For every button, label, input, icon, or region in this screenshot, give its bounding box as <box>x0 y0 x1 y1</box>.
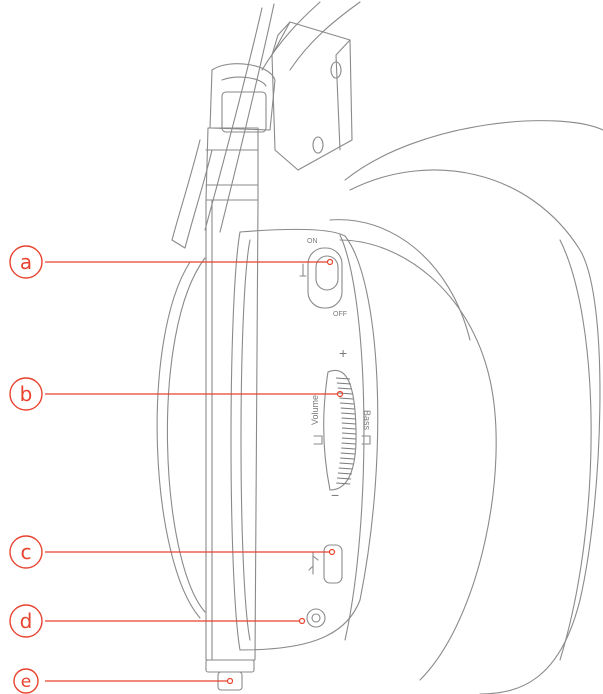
wheel-ridge <box>341 447 356 450</box>
wheel-ridge <box>340 457 355 460</box>
callout-e-letter: e <box>21 672 31 692</box>
wheel-ridge <box>341 417 356 420</box>
wheel-ridge <box>341 427 357 430</box>
audio-jack <box>306 608 326 628</box>
wheel-ridge <box>338 467 353 470</box>
mic-on-label: ON <box>307 238 318 245</box>
callout-a: a <box>9 245 334 279</box>
headband <box>171 1 361 249</box>
mic-icon <box>299 263 307 277</box>
volume-minus-label: − <box>331 487 339 503</box>
wheel-ridge <box>335 377 351 380</box>
callout-a-letter: a <box>20 250 32 274</box>
wheel-ridge <box>338 392 353 395</box>
wheel-ridge <box>339 462 354 465</box>
volume-plus-label: + <box>339 345 347 361</box>
callout-d-letter: d <box>20 609 33 633</box>
callout-b: b <box>9 377 344 411</box>
volume-wheel: + − Volume Bass <box>310 345 372 503</box>
mic-switch: ON OFF <box>299 238 347 318</box>
usb-port <box>308 544 343 584</box>
wheel-ridge <box>337 472 352 475</box>
usb-icon <box>308 551 319 575</box>
wheel-ridge <box>341 412 356 415</box>
wheel-ridge <box>341 442 356 445</box>
callout-d: d <box>9 604 306 638</box>
wheel-ridge <box>337 477 352 480</box>
wheel-ridge <box>341 432 357 435</box>
callout-e: e <box>13 668 234 694</box>
callout-c-letter: c <box>21 540 32 564</box>
wheel-ridge <box>341 422 356 425</box>
wheel-ridge <box>340 407 355 410</box>
bass-label: Bass <box>362 410 372 431</box>
volume-label: Volume <box>310 395 320 425</box>
mic-off-label: OFF <box>333 311 347 318</box>
wheel-ridge <box>336 382 351 385</box>
callout-c: c <box>9 535 336 569</box>
ear-cushion <box>329 120 603 694</box>
volume-wheel-ridges <box>335 377 357 485</box>
ear-cup <box>156 228 379 651</box>
wheel-ridge <box>340 452 355 455</box>
slider-arm <box>205 63 276 691</box>
wheel-ridge <box>339 397 354 400</box>
callout-b-letter: b <box>20 382 33 406</box>
wheel-ridge <box>337 387 352 390</box>
wheel-ridge <box>336 482 351 485</box>
wheel-ridge <box>340 402 355 405</box>
callouts: a b c d e <box>9 245 344 694</box>
wheel-ridge <box>341 437 356 440</box>
hinge-block <box>271 21 353 171</box>
